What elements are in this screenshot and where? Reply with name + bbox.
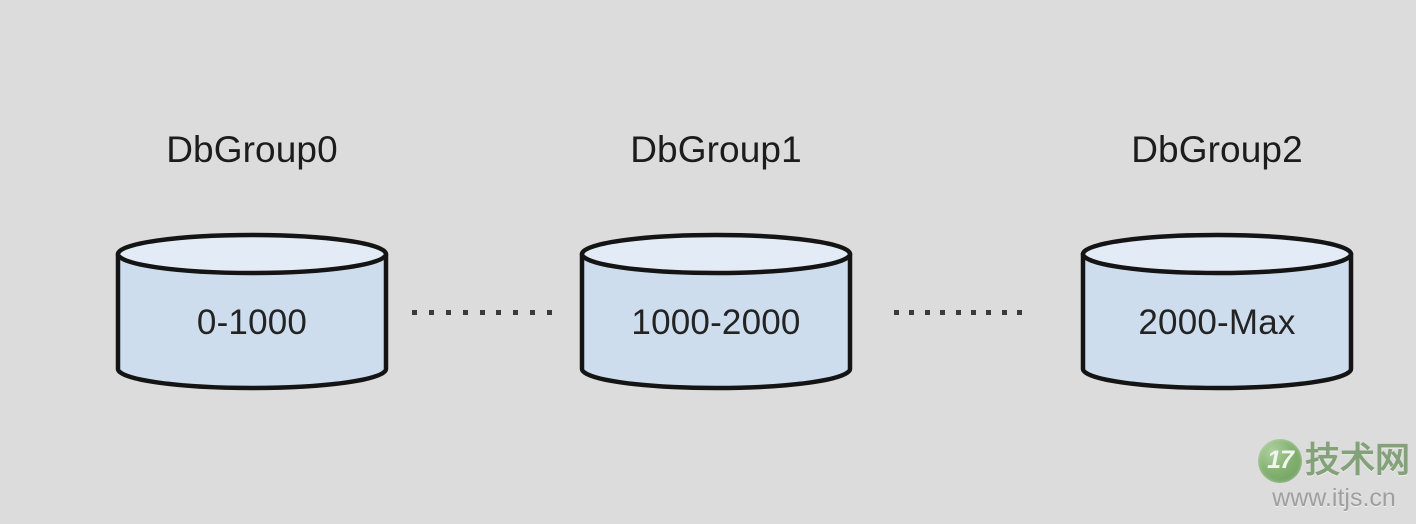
connector-dot — [428, 310, 434, 315]
database-cylinder-icon — [1080, 232, 1354, 391]
connector-dot — [445, 310, 451, 315]
connector-dot — [986, 310, 992, 315]
db-group-label: DbGroup1 — [630, 129, 802, 170]
connector-dot — [412, 310, 417, 315]
connector-dot — [513, 310, 519, 315]
watermark-brand: 17 技术网 — [1258, 436, 1410, 486]
connector-dot — [970, 310, 976, 315]
dotted-connector-1 — [894, 309, 1022, 316]
database-cylinder-icon — [115, 232, 389, 391]
connector-dot — [496, 310, 502, 315]
connector-dot — [955, 310, 961, 315]
seventeen-logo-icon: 17 — [1258, 439, 1302, 483]
connector-dot — [894, 310, 899, 315]
connector-dot — [940, 310, 946, 315]
connector-dot — [547, 310, 552, 315]
dotted-connector-0 — [412, 309, 552, 316]
db-group-label: DbGroup0 — [166, 129, 338, 170]
connector-dot — [530, 310, 536, 315]
connector-dot — [1001, 310, 1007, 315]
watermark-site-name: 技术网 — [1305, 441, 1411, 480]
database-cylinder-icon — [579, 232, 853, 391]
db-group-label: DbGroup2 — [1131, 129, 1303, 170]
watermark-logo-text: 17 — [1267, 445, 1294, 474]
connector-dot — [909, 310, 915, 315]
watermark: 17 技术网 www.itjs.cn — [1258, 436, 1410, 520]
connector-dot — [1017, 310, 1022, 315]
connector-dot — [479, 310, 485, 315]
watermark-url: www.itjs.cn — [1272, 484, 1396, 512]
connector-dot — [924, 310, 930, 315]
connector-dot — [462, 310, 468, 315]
